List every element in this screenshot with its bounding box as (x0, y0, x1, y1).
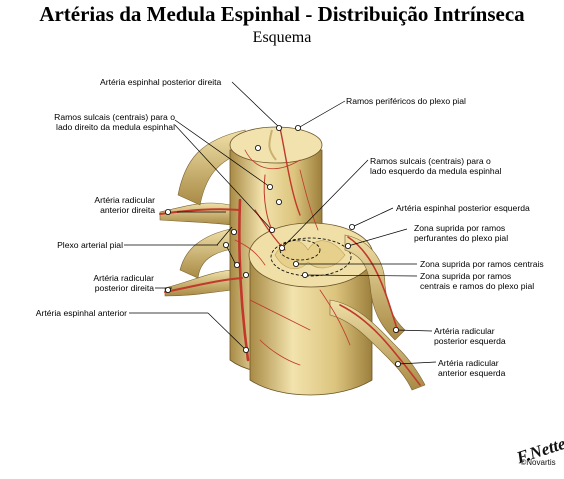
label-anterior-spinal-artery: Artéria espinhal anterior (35, 308, 127, 318)
label-radicular-anterior-right-line1: Artéria radicular (94, 195, 155, 205)
spinal-cord-cut-segment (248, 222, 374, 396)
label-radicular-anterior-left-line1: Artéria radicular (438, 358, 499, 368)
label-posterior-spinal-artery-right: Artéria espinhal posterior direita (100, 77, 222, 87)
label-sulcal-branches-left-line1: Ramos sulcais (centrais) para o (370, 156, 491, 166)
label-zone-perforating-line1: Zona suprida por ramos (414, 223, 506, 233)
leader-lines (124, 81, 437, 365)
label-zone-central: Zona suprida por ramos centrais (420, 259, 544, 269)
nerve-roots-left (329, 234, 426, 391)
label-radicular-anterior-left: Artéria radicular anterior esquerda (438, 358, 505, 378)
label-sulcal-branches-right-line1: Ramos sulcais (centrais) para o (54, 112, 175, 122)
label-radicular-anterior-right-line2: anterior direita (100, 205, 155, 215)
label-radicular-posterior-right-line1: Artéria radicular (93, 273, 154, 283)
label-zone-mixed: Zona suprida por ramos centrais e ramos … (420, 271, 534, 291)
label-radicular-posterior-right: Artéria radicular posterior direita (40, 273, 154, 293)
artist-signature: F.Netter ©Novartis (514, 432, 564, 468)
label-radicular-posterior-left: Artéria radicular posterior esquerda (434, 326, 506, 346)
label-radicular-anterior-right: Artéria radicular anterior direita (40, 195, 155, 215)
label-sulcal-branches-right-line2: lado direito da medula espinhal (56, 122, 175, 132)
label-sulcal-branches-left: Ramos sulcais (centrais) para o lado esq… (370, 156, 501, 176)
label-radicular-posterior-left-line1: Artéria radicular (434, 326, 495, 336)
page-title: Artérias da Medula Espinhal - Distribuiç… (39, 2, 525, 26)
label-radicular-anterior-left-line2: anterior esquerda (438, 368, 506, 378)
label-zone-perforating: Zona suprida por ramos perfurantes do pl… (414, 223, 508, 243)
label-sulcal-branches-right: Ramos sulcais (centrais) para o lado dir… (40, 112, 175, 132)
label-radicular-posterior-right-line2: posterior direita (94, 283, 154, 293)
label-zone-mixed-line2: centrais e ramos do plexo pial (420, 281, 535, 291)
label-zone-perforating-line2: perfurantes do plexo pial (414, 233, 509, 243)
label-sulcal-branches-left-line2: lado esquerdo da medula espinhal (370, 166, 502, 176)
label-zone-mixed-line1: Zona suprida por ramos (420, 271, 512, 281)
label-markers (164, 125, 401, 367)
label-pial-arterial-plexus: Plexo arterial pial (57, 240, 123, 250)
label-posterior-spinal-artery-left: Artéria espinhal posterior esquerda (396, 203, 530, 213)
signature-publisher: ©Novartis (520, 458, 556, 467)
label-radicular-posterior-left-line2: posterior esquerda (434, 336, 506, 346)
label-peripheral-pial-branches: Ramos periféricos do plexo pial (346, 96, 466, 106)
page-subtitle: Esquema (252, 29, 312, 46)
